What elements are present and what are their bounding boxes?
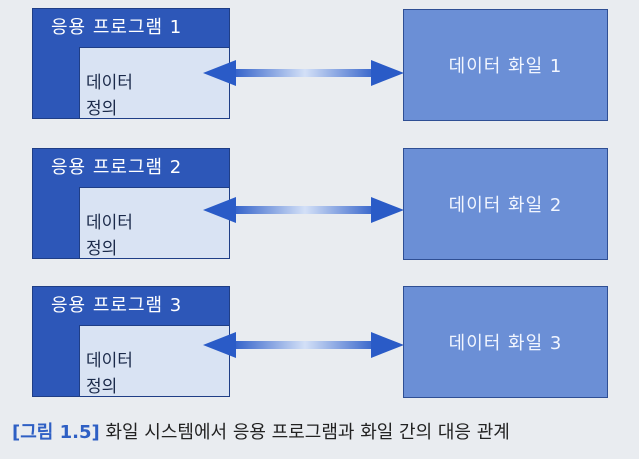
program-title-3: 응용 프로그램 3 — [51, 295, 183, 316]
program-title-1: 응용 프로그램 1 — [51, 17, 183, 38]
program-title-2: 응용 프로그램 2 — [51, 157, 183, 178]
definition-label-line2-3: 정의 — [86, 377, 118, 397]
double-arrow-2 — [203, 197, 404, 223]
definition-label-line2-1: 정의 — [86, 99, 118, 119]
program-box-1: 응용 프로그램 1 데이터 정의 — [32, 8, 230, 119]
definition-label-line1-1: 데이터 — [86, 73, 133, 93]
file-label-2: 데이터 화일 2 — [448, 195, 563, 216]
data-definition-box-3: 데이터 정의 — [79, 325, 230, 397]
double-arrow-1 — [203, 60, 404, 86]
figure-caption: [그림 1.5] 화일 시스템에서 응용 프로그램과 화일 간의 대응 관계 — [12, 418, 510, 444]
double-arrow-3 — [203, 332, 404, 358]
file-label-3: 데이터 화일 3 — [448, 333, 563, 354]
definition-label-line1-3: 데이터 — [86, 351, 133, 371]
definition-label-line1-2: 데이터 — [86, 213, 133, 233]
program-box-3: 응용 프로그램 3 데이터 정의 — [32, 286, 230, 397]
data-definition-box-2: 데이터 정의 — [79, 187, 230, 259]
data-file-box-2: 데이터 화일 2 — [403, 148, 608, 260]
file-label-1: 데이터 화일 1 — [448, 56, 563, 77]
program-box-2: 응용 프로그램 2 데이터 정의 — [32, 148, 230, 259]
data-file-box-3: 데이터 화일 3 — [403, 286, 608, 398]
data-file-box-1: 데이터 화일 1 — [403, 9, 608, 121]
data-definition-box-1: 데이터 정의 — [79, 47, 230, 119]
figure-number: [그림 1.5] — [12, 422, 100, 443]
caption-text: 화일 시스템에서 응용 프로그램과 화일 간의 대응 관계 — [105, 422, 510, 443]
definition-label-line2-2: 정의 — [86, 239, 118, 259]
